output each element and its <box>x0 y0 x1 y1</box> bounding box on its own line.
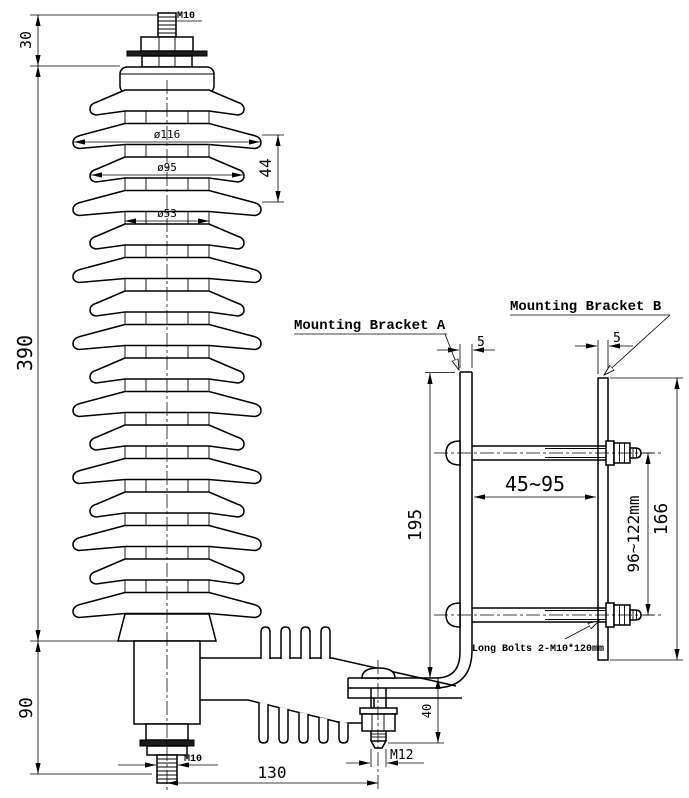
terminal-bolt-thread-label: M12 <box>390 748 413 763</box>
dim-small-shed-diameter: ø95 <box>157 161 177 174</box>
m12-bolt <box>359 667 398 749</box>
extension-lines <box>30 14 683 775</box>
mounting-bracket-b <box>597 377 609 661</box>
dim-stud-to-bolt-offset: 130 <box>258 763 287 782</box>
leader-lines <box>294 314 671 640</box>
dimension-lines <box>35 15 680 786</box>
dim-arrester-length: 390 <box>13 335 37 371</box>
dim-shed-pitch: 44 <box>256 158 275 177</box>
dim-bracket-a-length: 195 <box>405 509 426 542</box>
dim-bracket-a-thickness: 5 <box>477 335 485 350</box>
dim-bolt-spacing: 96~122mm <box>624 495 643 572</box>
bracket-b-label: Mounting Bracket B <box>510 299 662 315</box>
long-bolts-note: Long Bolts 2-M10*120mm <box>472 643 604 655</box>
dim-flange-bolt-length: 40 <box>420 704 434 718</box>
bottom-stud-thread-label: M10 <box>184 754 202 765</box>
top-terminal <box>119 12 215 94</box>
dim-crossarm-range: 45~95 <box>505 472 565 496</box>
top-stud-thread-label: M10 <box>177 11 195 22</box>
mounting-bracket-a <box>347 371 473 689</box>
bracket-a-label: Mounting Bracket A <box>294 318 446 334</box>
dim-bracket-b-length: 166 <box>651 503 672 536</box>
mounting-arm <box>200 626 462 744</box>
dim-bottom-section-height: 90 <box>16 697 37 719</box>
dim-cap-height: 30 <box>17 31 35 49</box>
dim-housing-diameter: ø53 <box>157 207 177 220</box>
long-bolt <box>434 440 664 466</box>
dim-large-shed-diameter: ø116 <box>154 128 181 141</box>
dim-bracket-b-thickness: 5 <box>613 331 621 346</box>
